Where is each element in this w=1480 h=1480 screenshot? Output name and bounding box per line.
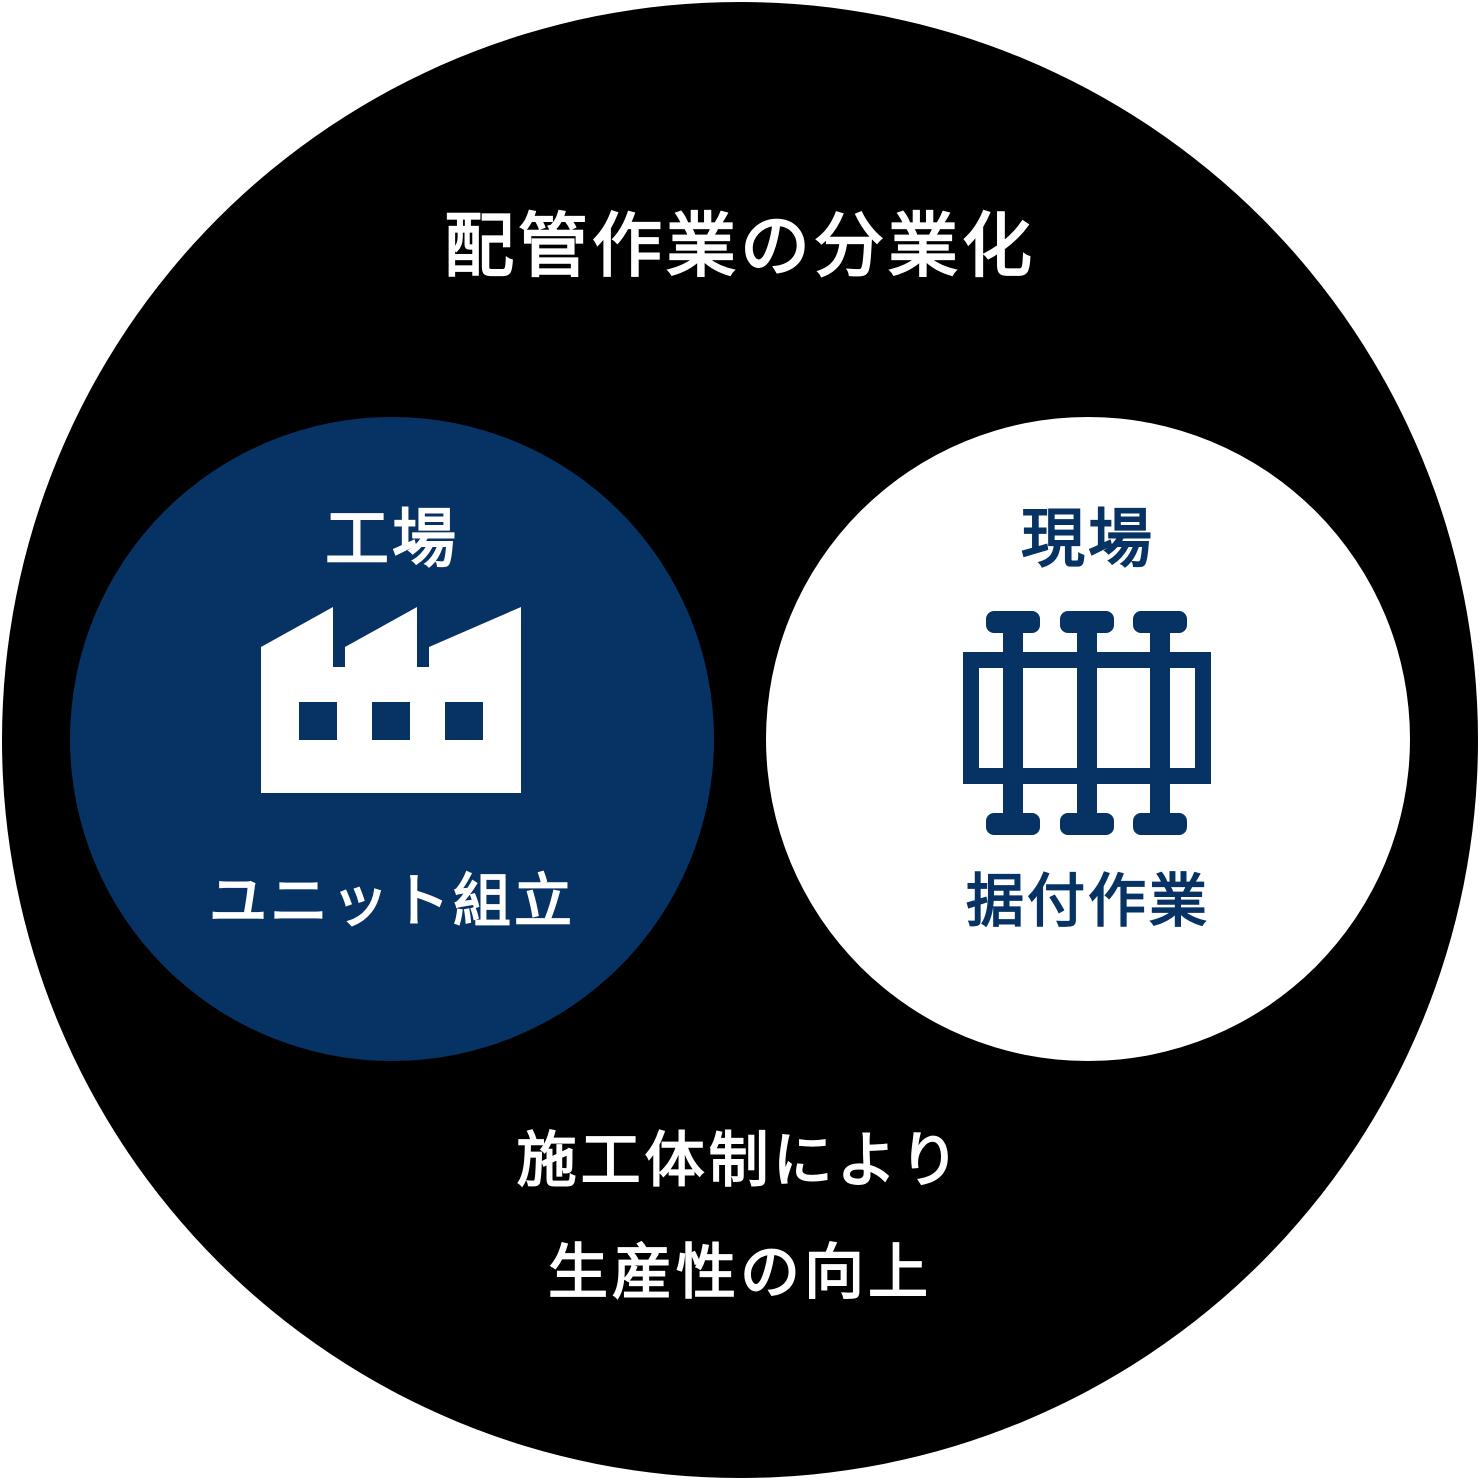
- conclusion-line-1: 施工体制により: [516, 1126, 964, 1196]
- factory-icon: [261, 607, 521, 793]
- diagram-title: 配管作業の分業化: [444, 205, 1036, 287]
- factory-circle: 工場 ユニット組立: [70, 417, 714, 1061]
- site-circle: 現場 据付作業: [766, 417, 1410, 1061]
- factory-caption: ユニット組立: [208, 867, 575, 935]
- site-heading: 現場: [1021, 503, 1155, 577]
- factory-heading: 工場: [325, 503, 459, 577]
- site-caption: 据付作業: [965, 867, 1210, 935]
- pipe-rack-icon: [963, 611, 1211, 835]
- factory-icon-box: [70, 607, 714, 837]
- conclusion-line-2: 生産性の向上: [548, 1238, 932, 1308]
- site-icon-box: [766, 607, 1410, 837]
